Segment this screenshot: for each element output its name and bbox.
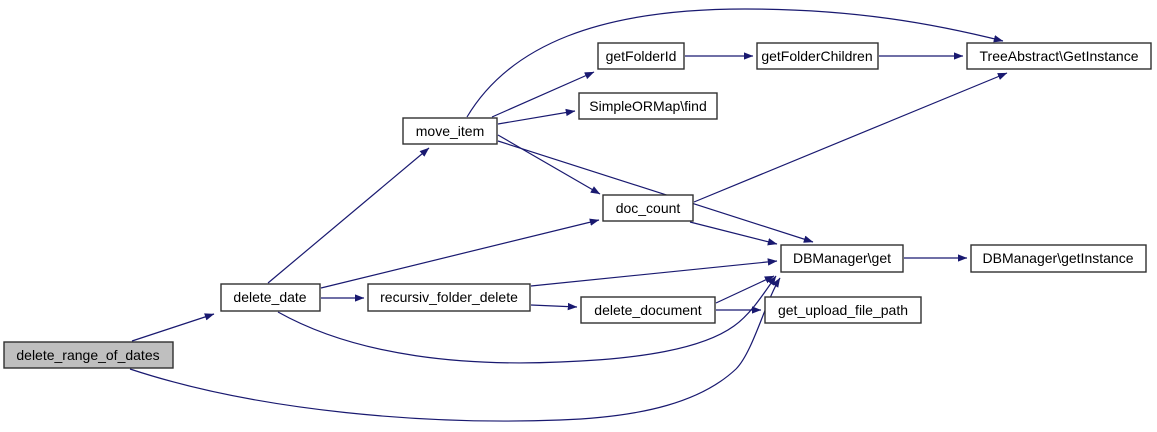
node-treeabstract-getinstance[interactable]: TreeAbstract\GetInstance bbox=[966, 42, 1152, 70]
node-doc-count[interactable]: doc_count bbox=[602, 194, 694, 222]
node-box bbox=[970, 244, 1147, 273]
edge-layer bbox=[129, 8, 1008, 422]
node-box bbox=[780, 244, 904, 273]
node-label: delete_document bbox=[594, 302, 702, 318]
node-delete-document[interactable]: delete_document bbox=[580, 296, 716, 324]
node-box bbox=[578, 92, 718, 120]
node-box bbox=[966, 42, 1152, 70]
node-box bbox=[602, 194, 694, 222]
node-label: delete_date bbox=[233, 289, 306, 305]
edge-move_item-to-SimpleORMap_find bbox=[497, 108, 576, 125]
node-label: recursiv_folder_delete bbox=[380, 289, 518, 305]
edge-delete_date-to-doc_count bbox=[320, 218, 600, 289]
node-label: DBManager\getInstance bbox=[983, 250, 1134, 266]
node-box bbox=[580, 296, 716, 324]
node-simpleormap-find[interactable]: SimpleORMap\find bbox=[578, 92, 718, 120]
node-box bbox=[402, 117, 498, 145]
node-dbmanager-get[interactable]: DBManager\get bbox=[780, 244, 904, 273]
edge-doc_count-to-DBManager_get bbox=[689, 221, 778, 246]
edge-delete_range_of_dates-to-DBManager_get bbox=[129, 277, 781, 422]
edge-delete_range_of_dates-to-delete_date bbox=[131, 313, 215, 342]
edge-move_item-to-getFolderId bbox=[491, 71, 595, 118]
node-box bbox=[220, 283, 321, 312]
node-box bbox=[3, 341, 174, 369]
edge-move_item-to-TreeAbstract_GetInstance bbox=[466, 8, 1004, 118]
node-label: getFolderChildren bbox=[761, 48, 872, 64]
node-get-folder-children[interactable]: getFolderChildren bbox=[756, 42, 879, 70]
node-get-upload-file-path[interactable]: get_upload_file_path bbox=[764, 296, 922, 324]
node-label: move_item bbox=[416, 123, 484, 139]
edge-delete_date-to-DBManager_get bbox=[277, 275, 777, 364]
edge-move_item-to-doc_count bbox=[497, 134, 601, 195]
edge-recursiv_folder_delete-to-DBManager_get bbox=[530, 258, 778, 287]
node-box bbox=[367, 283, 531, 312]
node-label: getFolderId bbox=[606, 48, 677, 64]
node-delete-range-of-dates: delete_range_of_dates bbox=[3, 341, 174, 369]
node-recursiv-folder-delete[interactable]: recursiv_folder_delete bbox=[367, 283, 531, 312]
node-dbmanager-getinstance[interactable]: DBManager\getInstance bbox=[970, 244, 1147, 273]
node-label: DBManager\get bbox=[793, 250, 891, 266]
node-delete-date[interactable]: delete_date bbox=[220, 283, 321, 312]
node-label: get_upload_file_path bbox=[778, 302, 908, 318]
node-box bbox=[597, 42, 685, 70]
node-get-folder-id[interactable]: getFolderId bbox=[597, 42, 685, 70]
edge-delete_document-to-DBManager_get bbox=[715, 275, 775, 304]
node-move-item[interactable]: move_item bbox=[402, 117, 498, 145]
node-label: SimpleORMap\find bbox=[589, 98, 707, 114]
edge-move_item-to-DBManager_get bbox=[497, 140, 814, 243]
edge-recursiv_folder_delete-to-delete_document bbox=[530, 302, 578, 311]
edge-doc_count-to-TreeAbstract_GetInstance bbox=[693, 72, 1008, 203]
node-label: TreeAbstract\GetInstance bbox=[980, 48, 1139, 64]
node-box bbox=[764, 296, 922, 324]
node-label: delete_range_of_dates bbox=[16, 347, 159, 363]
node-box bbox=[756, 42, 879, 70]
edge-delete_date-to-move_item bbox=[267, 147, 430, 284]
node-label: doc_count bbox=[616, 200, 681, 216]
